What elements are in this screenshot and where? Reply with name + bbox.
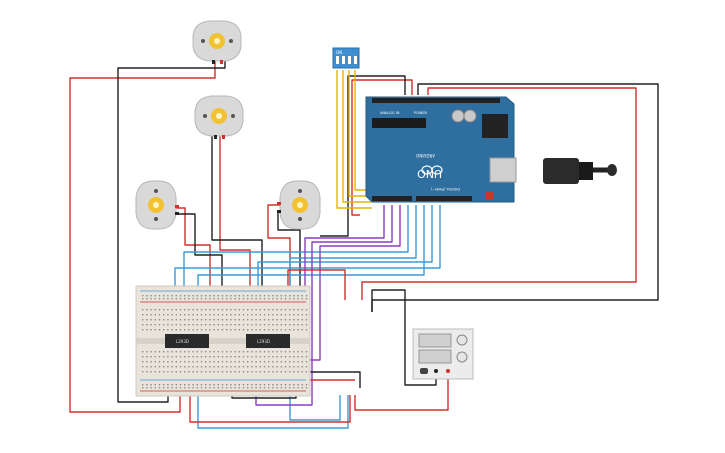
- voltage-display: [418, 333, 452, 348]
- wires: [69, 60, 659, 429]
- wire-blue-2: [257, 205, 433, 300]
- wire-blue-1: [174, 205, 441, 300]
- wire-black-bb-2: [300, 371, 361, 388]
- wire-yellow-3: [348, 70, 372, 197]
- wire-red-ps: [354, 372, 449, 411]
- ps-positive-terminal: [446, 369, 450, 373]
- arduino-brand-label: ARDUINO: [416, 153, 435, 158]
- ps-negative-terminal: [434, 369, 438, 373]
- wire-motor2-black: [211, 135, 263, 300]
- driver-ic-2[interactable]: L293D: [246, 334, 290, 348]
- wire-purple-1: [310, 205, 401, 361]
- wire-red-bb-2: [287, 269, 346, 300]
- current-display: [418, 349, 452, 364]
- power-switch[interactable]: [420, 368, 428, 374]
- power-label: POWER: [414, 111, 428, 115]
- arduino-uno[interactable]: UNO ARDUINO DIGITAL (PWM~) ANALOG IN POW…: [365, 96, 617, 203]
- dip-switch-label: ON: [336, 50, 342, 55]
- motor-3[interactable]: [135, 180, 179, 230]
- usb-plug: [543, 158, 579, 184]
- wire-black-upper: [320, 75, 406, 237]
- wire-black-ps: [371, 289, 437, 386]
- analog-label: ANALOG IN: [380, 111, 400, 115]
- arduino-infinity-logo: [421, 165, 443, 175]
- power-jack: [482, 114, 508, 138]
- driver-ic-1[interactable]: L293D: [165, 334, 209, 348]
- wire-black-left: [117, 60, 226, 403]
- dip-switch[interactable]: ON: [332, 47, 360, 69]
- breadboard-holes: [142, 295, 308, 389]
- voltage-knob[interactable]: [456, 334, 468, 346]
- wire-yellow-2: [342, 70, 372, 203]
- motor-4[interactable]: [277, 180, 321, 230]
- wire-red-left-loop: [69, 60, 216, 413]
- reset-button[interactable]: [486, 192, 494, 200]
- motor-2[interactable]: [194, 95, 244, 139]
- wire-motor3-red: [176, 207, 211, 300]
- usb-jack: [489, 157, 517, 183]
- wire-red-upper: [351, 79, 413, 216]
- wire-yellow-1: [336, 70, 372, 209]
- motor-1[interactable]: [192, 20, 242, 64]
- wire-blue-5: [183, 205, 409, 300]
- power-supply[interactable]: [412, 328, 474, 380]
- digital-label: DIGITAL (PWM~): [430, 187, 460, 191]
- atmega-chip: [372, 118, 426, 128]
- wire-motor3-black: [176, 213, 223, 300]
- wire-purple-2: [255, 205, 393, 406]
- driver-ic-2-label: L293D: [257, 339, 270, 344]
- wire-red-top-rail: [361, 87, 637, 300]
- current-knob[interactable]: [456, 351, 468, 363]
- driver-ic-1-label: L293D: [176, 339, 189, 344]
